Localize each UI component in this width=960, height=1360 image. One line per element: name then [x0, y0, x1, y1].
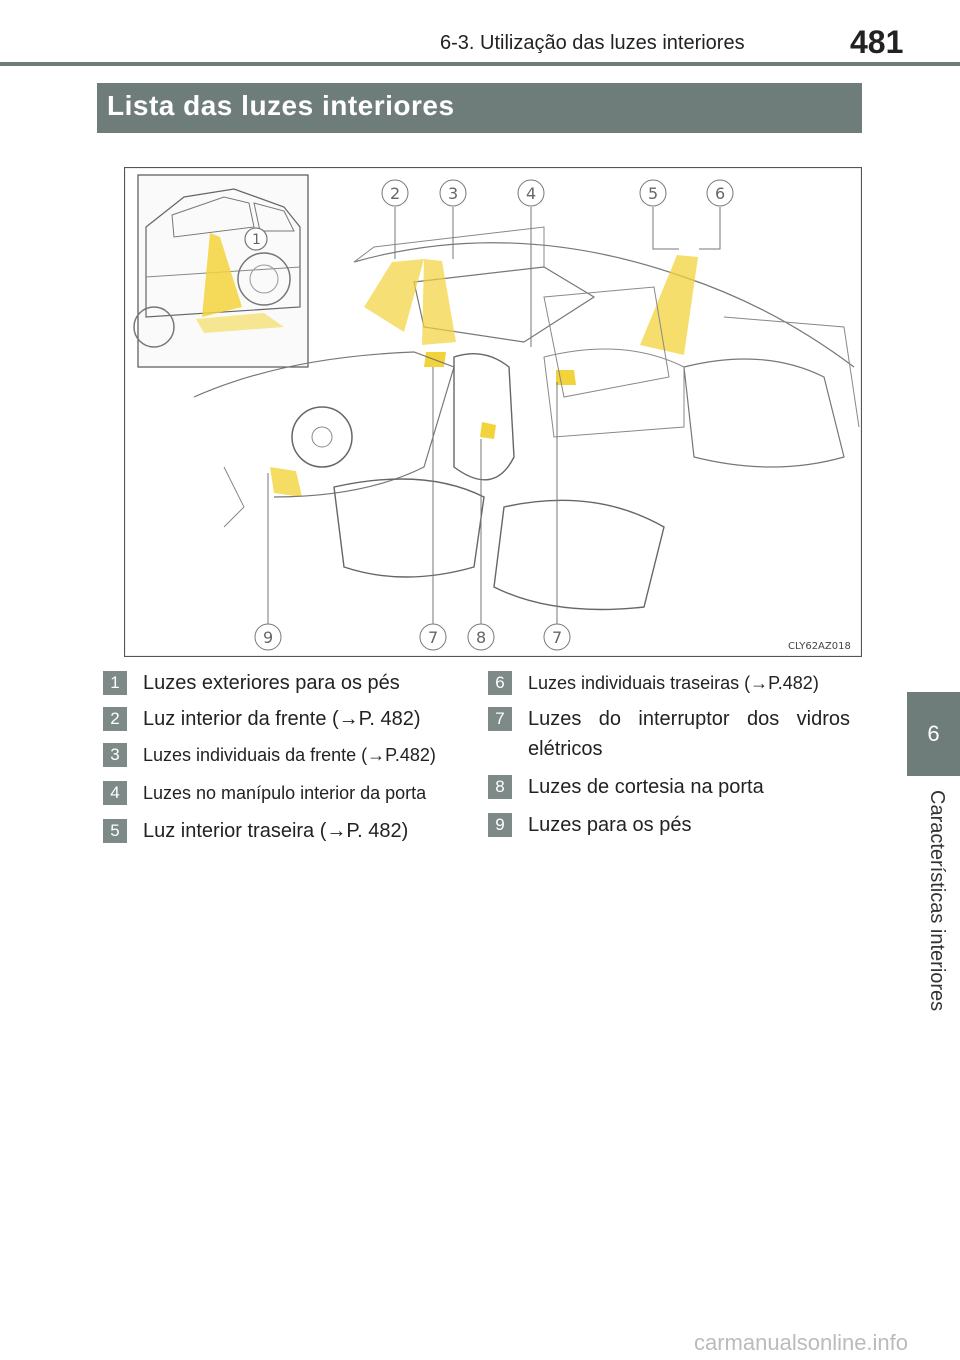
figure-callout: 7	[428, 628, 438, 647]
section-title: Lista das luzes interiores	[107, 90, 455, 121]
legend-text: Luzes no manípulo interior da porta	[143, 783, 427, 803]
figure-callout: 3	[448, 184, 458, 203]
rear-light-beam	[640, 255, 698, 355]
legend-text: Luzes exteriores para os pés	[143, 672, 400, 694]
figure-callout: 9	[263, 628, 273, 647]
legend-text: Luzes para os pés	[528, 814, 692, 836]
figure-callout: 5	[648, 184, 658, 203]
running-head: 6-3. Utilização das luzes interiores	[440, 32, 745, 54]
legend-text: Luzes individuais da frente (→P.482)	[143, 745, 436, 765]
front-interior-light-beam	[364, 259, 424, 332]
callout-leaders	[267, 207, 721, 625]
legend-number: 4	[103, 781, 127, 805]
legend-number: 7	[488, 707, 512, 731]
legend-number: 6	[488, 671, 512, 695]
figure-callouts: 2 3 4 5 6 9 7 8 7	[254, 179, 734, 651]
chapter-number: 6	[927, 721, 940, 746]
legend-number: 5	[103, 819, 127, 843]
figure-callout: 1	[252, 232, 261, 248]
legend-text: Luz interior da frente (→P. 482)	[143, 708, 421, 730]
legend-number: 2	[103, 707, 127, 731]
legend: 1 Luzes exteriores para os pés 2 Luz int…	[103, 668, 863, 868]
legend-text: Luz interior traseira (→P. 482)	[143, 820, 409, 842]
legend-text: Luzes individuais traseiras (→P.482)	[528, 673, 819, 693]
legend-number: 3	[103, 743, 127, 767]
legend-number: 1	[103, 671, 127, 695]
legend-text: Luzes de cortesia na porta	[528, 776, 764, 798]
figure-code: CLY62AZ018	[788, 641, 851, 652]
section-title-bar: Lista das luzes interiores	[97, 83, 862, 133]
legend-number: 9	[488, 813, 512, 837]
interior-lights-figure: 1	[124, 167, 862, 657]
exterior-inset: 1	[133, 174, 309, 368]
courtesy-light	[480, 422, 496, 439]
legend-text: Luzes do interruptor dos vidros elétrico…	[528, 708, 850, 760]
figure-callout: 2	[390, 184, 400, 203]
chapter-tab: 6	[907, 692, 960, 776]
chapter-label: Características interiores	[926, 790, 948, 1012]
legend-number: 8	[488, 775, 512, 799]
foot-light-beam	[270, 467, 302, 497]
figure-callout: 6	[715, 184, 725, 203]
car-interior-illustration: 1	[124, 167, 862, 657]
header-rule	[0, 62, 960, 66]
figure-callout: 8	[476, 628, 486, 647]
page-number: 481	[850, 24, 904, 60]
outer-foot-light-beam	[202, 233, 242, 317]
watermark: carmanualsonline.info	[694, 1330, 909, 1355]
front-individual-light-beam	[422, 259, 456, 345]
figure-callout: 4	[526, 184, 536, 203]
figure-callout: 7	[552, 628, 562, 647]
